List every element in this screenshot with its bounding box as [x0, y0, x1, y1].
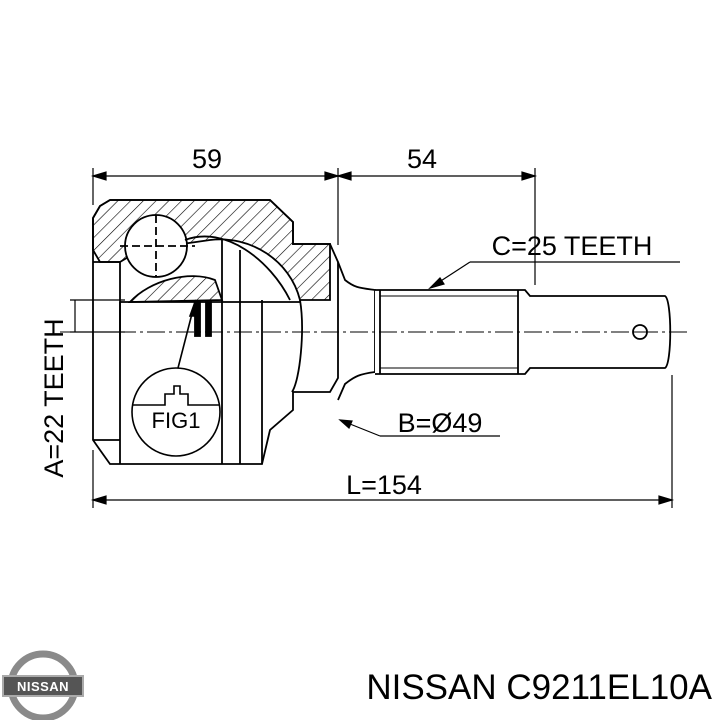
total-length-label: L=154: [346, 470, 422, 500]
inner-teeth-label: A=22 TEETH: [39, 318, 69, 477]
part-number-caption: NISSAN C9211EL10A: [366, 668, 712, 707]
nissan-logo: NISSAN: [2, 650, 84, 720]
total-length-dimension: [90, 375, 675, 508]
outer-teeth-leader: [427, 261, 680, 290]
diameter-leader: [338, 419, 500, 437]
output-shaft: [337, 261, 672, 401]
diameter-label: B=Ø49: [398, 408, 483, 438]
dim-54-label: 54: [407, 144, 437, 174]
fig1-label: FIG1: [152, 408, 201, 433]
fig1-detail: [131, 299, 221, 457]
outer-teeth-label: C=25 TEETH: [492, 231, 653, 261]
inner-teeth-dimension: [70, 299, 125, 333]
dim-59-label: 59: [192, 144, 222, 174]
logo-text: NISSAN: [17, 679, 69, 694]
top-dimension: [90, 168, 538, 285]
